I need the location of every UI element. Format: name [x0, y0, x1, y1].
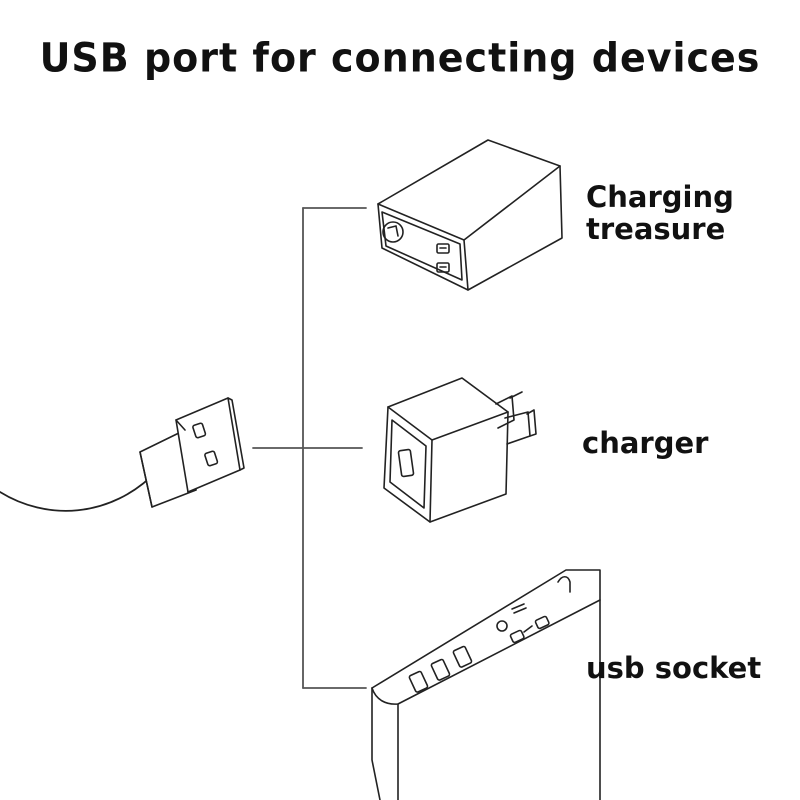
label-line: Charging: [586, 180, 734, 214]
diagram-title: USB port for connecting devices: [39, 34, 761, 82]
charger-icon: [383, 377, 537, 523]
label-usb-socket: usb socket: [586, 652, 761, 684]
power-bank-icon: [377, 139, 563, 291]
label-charger: charger: [582, 427, 708, 459]
label-line: usb socket: [586, 651, 762, 685]
label-line: treasure: [586, 212, 726, 246]
label-charging-treasure: Charging treasure: [586, 181, 734, 245]
label-line: charger: [582, 426, 709, 460]
usb-plug-icon: [0, 397, 245, 512]
usb-socket-icon: [371, 569, 601, 800]
connector-lines: [252, 207, 367, 689]
